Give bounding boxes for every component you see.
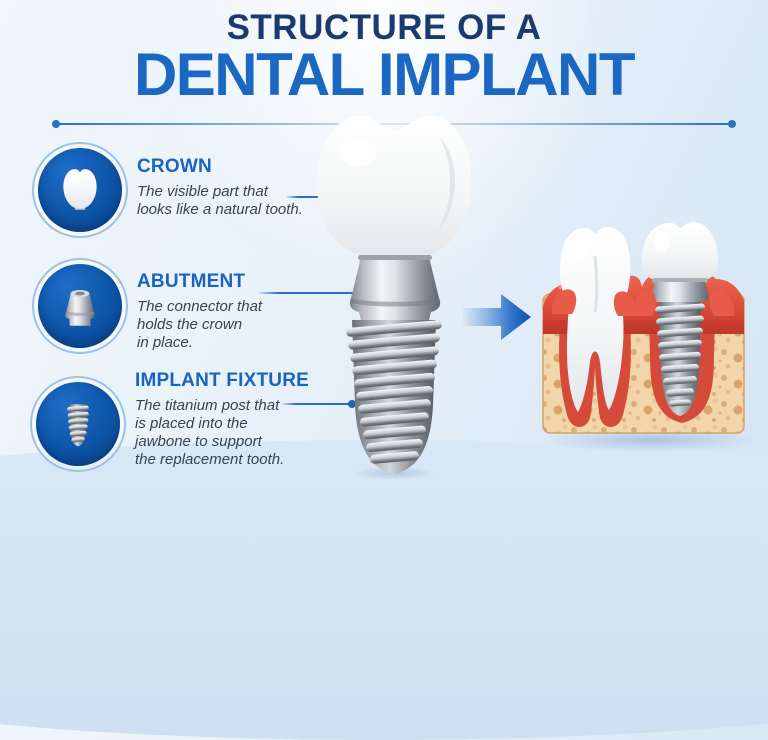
arrow-right-icon xyxy=(463,294,531,340)
implant-fixture-icon xyxy=(36,382,120,466)
part-description-implant-fixture: The titanium post that is placed into th… xyxy=(135,397,285,468)
page-title: DENTAL IMPLANT xyxy=(133,41,636,108)
divider-left-dot xyxy=(52,120,60,128)
part-name-crown: CROWN xyxy=(137,156,212,177)
crown-icon xyxy=(38,148,122,232)
implant-fixture-badge xyxy=(30,376,126,472)
part-item-implant-fixture: IMPLANT FIXTURE The titanium post that i… xyxy=(135,370,315,469)
part-description-crown: The visible part that looks like a natur… xyxy=(137,183,303,218)
part-name-abutment: ABUTMENT xyxy=(137,271,246,292)
part-item-abutment: ABUTMENT The connector that holds the cr… xyxy=(137,271,317,352)
fixture-connector-dot xyxy=(348,400,356,408)
part-description-abutment: The connector that holds the crown in pl… xyxy=(137,298,263,351)
jawbone-cross-section xyxy=(542,221,745,434)
fixture-connector-line xyxy=(283,400,356,408)
abutment-icon xyxy=(38,264,122,348)
floor-sweep xyxy=(0,440,768,740)
title-line1: STRUCTURE OF A xyxy=(226,8,542,47)
crown-badge xyxy=(32,142,128,238)
divider-right-dot xyxy=(728,120,736,128)
part-item-crown: CROWN The visible part that looks like a… xyxy=(137,156,317,219)
part-name-implant-fixture: IMPLANT FIXTURE xyxy=(135,370,309,391)
abutment-badge xyxy=(32,258,128,354)
dental-implant-illustration xyxy=(317,115,472,474)
title-divider xyxy=(52,120,736,128)
